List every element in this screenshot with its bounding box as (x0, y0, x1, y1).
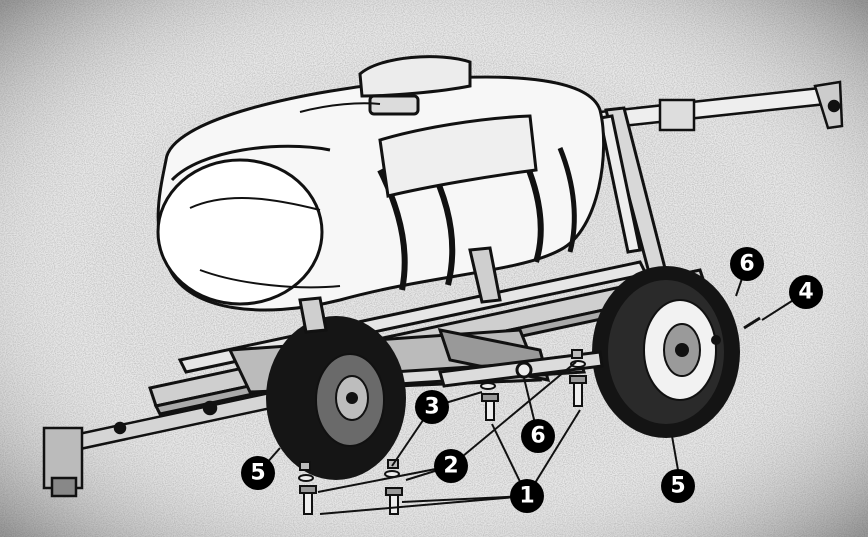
callout-3: 3 (415, 390, 449, 424)
callout-5-right: 5 (661, 469, 695, 503)
callout-5-left-label: 5 (250, 461, 265, 486)
washer-icon (298, 474, 314, 482)
left-wheel-icon (266, 316, 406, 480)
callout-1: 1 (510, 479, 544, 513)
callout-5-right-label: 5 (670, 474, 685, 499)
right-wheel-icon (592, 266, 740, 438)
callout-1-label: 1 (519, 484, 534, 509)
callout-2: 2 (434, 449, 468, 483)
tank-support-icon (298, 246, 502, 334)
bolt-icon (569, 375, 587, 407)
hardware-group (298, 316, 761, 515)
callout-3-label: 3 (424, 395, 439, 420)
bolt-icon (385, 487, 403, 515)
callout-2-label: 2 (443, 454, 458, 479)
callout-6-top-label: 6 (739, 252, 754, 277)
frame-upright-icon (598, 106, 670, 286)
callout-6-top: 6 (730, 247, 764, 281)
bolt-icon (481, 393, 499, 421)
washer-icon (480, 382, 496, 390)
nut-icon (299, 461, 311, 471)
boom-mount-icon (598, 80, 844, 132)
callout-6-mid-label: 6 (530, 424, 545, 449)
axle-icon (438, 350, 604, 388)
callout-6-mid: 6 (521, 419, 555, 453)
callout-5-left: 5 (241, 456, 275, 490)
callout-4: 4 (789, 275, 823, 309)
fastener-4-icon (743, 316, 761, 330)
nut-icon (571, 349, 583, 359)
callout-4-label: 4 (798, 280, 813, 305)
bolt-icon (299, 485, 317, 515)
